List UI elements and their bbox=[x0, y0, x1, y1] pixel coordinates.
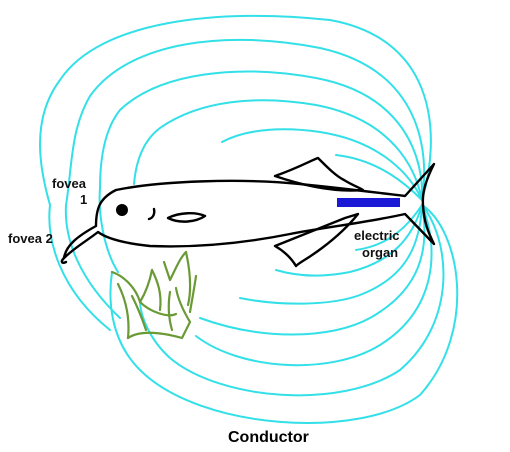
eye bbox=[116, 204, 128, 216]
electric-organ-label-line1: electric bbox=[354, 228, 400, 243]
field-line bbox=[40, 16, 431, 205]
field-line bbox=[222, 129, 422, 200]
electric-field-lines bbox=[40, 16, 457, 423]
field-line bbox=[134, 100, 422, 200]
field-line bbox=[200, 205, 424, 335]
fovea1-label-line1: fovea bbox=[52, 176, 87, 191]
fovea2-label: fovea 2 bbox=[8, 231, 53, 246]
conductor-plant bbox=[112, 252, 196, 338]
electric-organ-bar bbox=[337, 198, 400, 207]
fovea1-label-line2: 1 bbox=[80, 192, 87, 207]
conductor-caption: Conductor bbox=[228, 429, 309, 446]
electric-organ-label-line2: organ bbox=[362, 245, 398, 260]
